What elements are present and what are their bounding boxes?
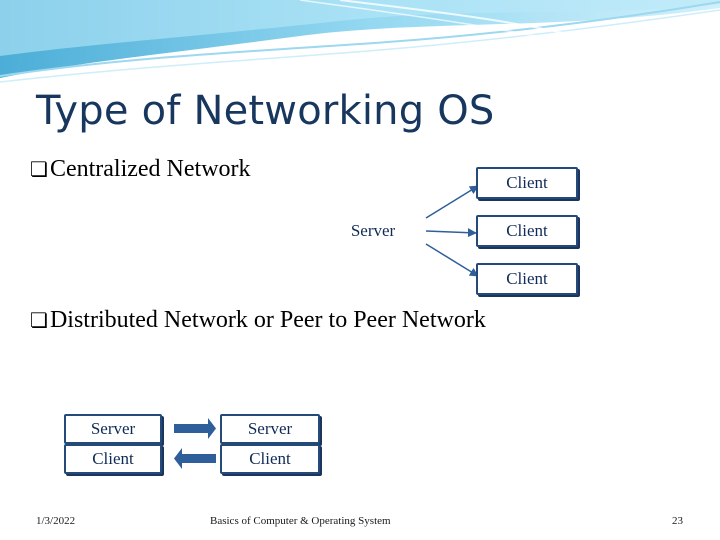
arrow-server-client-mid (425, 228, 477, 238)
bullet-centralized: ❏ Centralized Network (30, 156, 251, 183)
bullet-icon: ❏ (30, 159, 48, 181)
server-label: Server (90, 419, 136, 438)
centralized-arrows (425, 185, 479, 277)
footer-date: 1/3/2022 (36, 515, 76, 527)
arrow-right-block (174, 418, 216, 439)
central-client-box-2: Client (476, 215, 578, 247)
client-label: Client (249, 449, 291, 468)
bullet-text: Distributed Network or Peer to Peer Netw… (49, 307, 486, 333)
bullet-text: Centralized Network (49, 156, 251, 182)
peer-right-server-box: Server (220, 414, 320, 444)
central-client-box-1: Client (476, 167, 578, 199)
client-label: Client (506, 269, 548, 288)
central-server-box: Server (322, 215, 424, 247)
peer-left-server-box: Server (64, 414, 162, 444)
peer-right-client-box: Client (220, 444, 320, 474)
footer-title: Basics of Computer & Operating System (210, 515, 391, 527)
client-label: Client (92, 449, 134, 468)
arrow-server-client-bottom (425, 243, 479, 277)
distributed-arrows (174, 418, 216, 469)
client-label: Client (506, 221, 548, 240)
server-label: Server (350, 221, 396, 240)
arrow-server-client-top (425, 185, 479, 219)
arrow-left-block (174, 448, 216, 469)
peer-left-client-box: Client (64, 444, 162, 474)
slide-title: Type of Networking OS (36, 88, 495, 134)
footer-page-number: 23 (672, 515, 683, 527)
server-label: Server (247, 419, 293, 438)
central-client-box-3: Client (476, 263, 578, 295)
client-label: Client (506, 173, 548, 192)
bullet-icon: ❏ (30, 310, 48, 332)
header-wave-decoration (0, 0, 720, 83)
bullet-distributed: ❏ Distributed Network or Peer to Peer Ne… (30, 307, 486, 334)
